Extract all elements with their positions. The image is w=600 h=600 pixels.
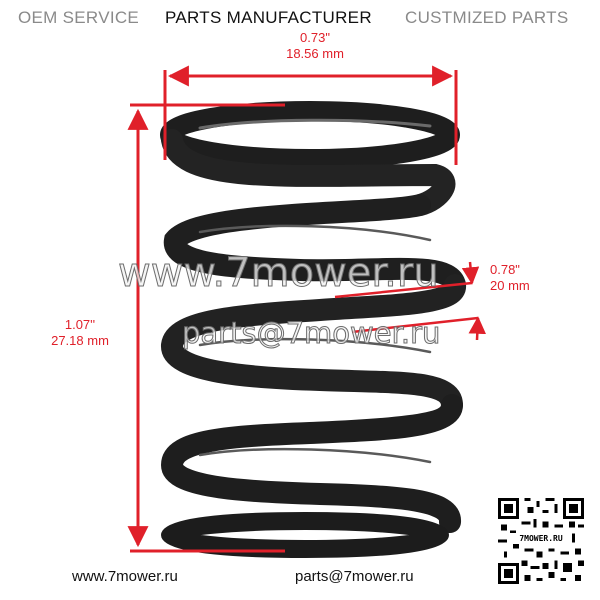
width-mm: 18.56 mm [286, 46, 344, 61]
footer-email-link[interactable]: parts@7mower.ru [295, 568, 414, 585]
height-dimension [127, 103, 285, 553]
header-bar: OEM SERVICE PARTS MANUFACTURER CUSTMIZED… [0, 8, 600, 34]
wire-dimension-label: 0.78" 20 mm [490, 262, 560, 294]
wire-dimension [334, 261, 487, 341]
customized-parts-label: CUSTMIZED PARTS [405, 8, 569, 27]
width-dimension-label: 0.73" 18.56 mm [250, 30, 380, 62]
width-dimension [163, 65, 458, 165]
parts-manufacturer-label: PARTS MANUFACTURER [165, 8, 372, 27]
wire-inches: 0.78" [490, 262, 520, 277]
spring-coils [160, 101, 466, 558]
watermark-email: parts@7mower.ru [181, 316, 441, 351]
wire-mm: 20 mm [490, 278, 530, 293]
width-inches: 0.73" [300, 30, 330, 45]
oem-service-label: OEM SERVICE [18, 8, 140, 27]
height-dimension-label: 1.07'' 27.18 mm [30, 317, 130, 349]
qr-caption: 7MOWER.RU [510, 533, 572, 544]
height-mm: 27.18 mm [51, 333, 109, 348]
watermark-url: www.7mower.ru [118, 250, 440, 297]
footer-website-link[interactable]: www.7mower.ru [72, 568, 178, 585]
height-inches: 1.07'' [64, 317, 96, 332]
